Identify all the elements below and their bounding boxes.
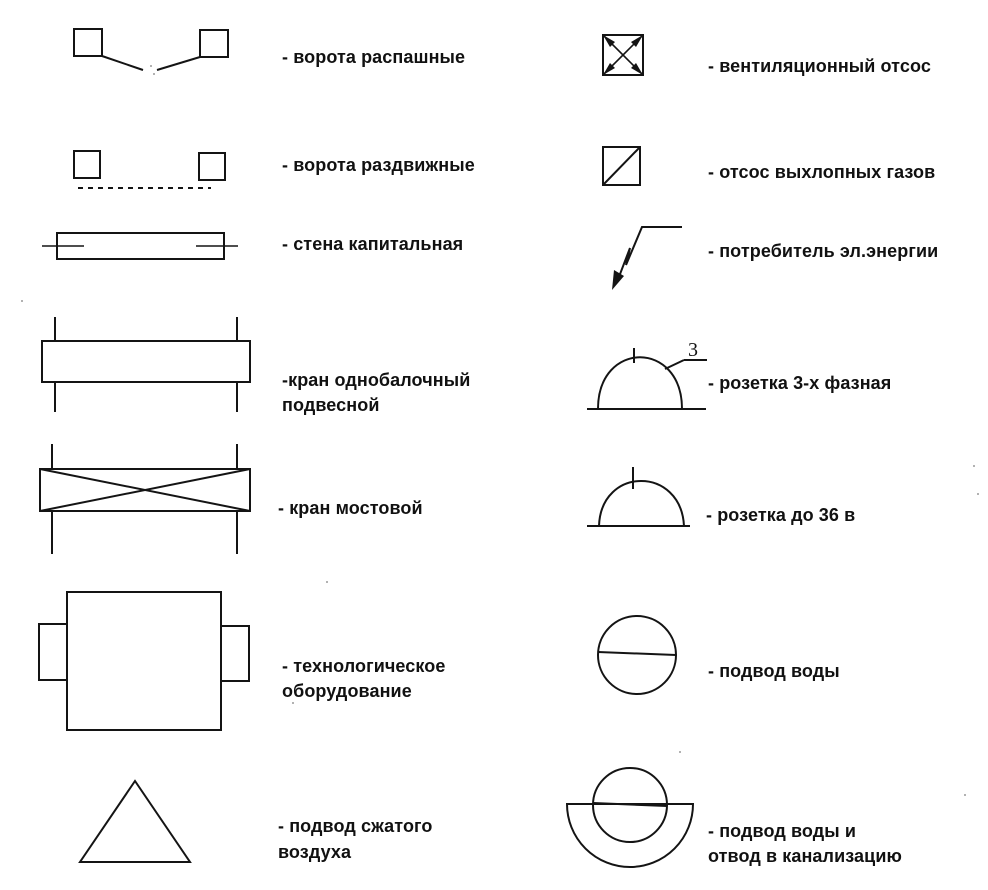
water-drain-label-line-2: отвод в канализацию (708, 846, 902, 866)
bridge-crane-label: - кран мостовой (278, 498, 423, 518)
swing-gate-symbol (73, 28, 229, 71)
power-consumer-symbol (612, 226, 682, 290)
exhaust-gas-extraction-label: - отсос выхлопных газов (708, 162, 936, 182)
sliding-gate-label: - ворота раздвижные (282, 155, 475, 175)
single-girder-crane-label-line-2: подвесной (282, 395, 380, 415)
water-drain-label-line-1: - подвод воды и (708, 821, 857, 841)
process-equipment-label: - технологическое оборудование (282, 654, 445, 704)
capital-wall-symbol (42, 232, 238, 260)
scan-specks (21, 65, 979, 796)
swing-gate-label: - ворота распашные (282, 47, 466, 67)
power-consumer-label: - потребитель эл.энергии (708, 241, 939, 261)
ventilation-exhaust-symbol (602, 34, 644, 76)
water-drain-label: - подвод воды и отвод в канализацию (708, 819, 902, 869)
ventilation-exhaust-label: - вентиляционный отсос (708, 56, 931, 76)
sliding-gate-symbol (73, 150, 226, 189)
socket-three-phase-label: - розетка 3-х фазная (708, 373, 892, 393)
compressed-air-label-line-1: - подвод сжатого (278, 816, 433, 836)
socket-three-phase-symbol: 3 (587, 339, 707, 410)
socket-three-phase-mark: 3 (688, 339, 698, 361)
compressed-air-triangle-symbol (78, 779, 192, 863)
water-supply-symbol (597, 615, 677, 695)
process-equipment-label-line-1: - технологическое (282, 656, 446, 676)
socket-36v-label: - розетка до 36 в (706, 505, 856, 525)
bridge-crane-symbol (39, 444, 251, 554)
water-drain-symbol (565, 767, 695, 868)
compressed-air-label-line-2: воздуха (278, 842, 352, 862)
socket-36v-symbol (587, 467, 690, 527)
process-equipment-symbol (38, 591, 250, 731)
single-girder-crane-label: -кран однобалочный подвесной (282, 368, 470, 418)
water-supply-label: - подвод воды (708, 661, 840, 681)
compressed-air-label: - подвод сжатого воздуха (278, 813, 433, 865)
process-equipment-label-line-2: оборудование (282, 681, 412, 701)
single-girder-crane-symbol (41, 317, 251, 412)
single-girder-crane-label-line-1: -кран однобалочный (282, 370, 471, 390)
exhaust-gas-extraction-symbol (602, 146, 641, 186)
capital-wall-label: - стена капитальная (282, 234, 464, 254)
